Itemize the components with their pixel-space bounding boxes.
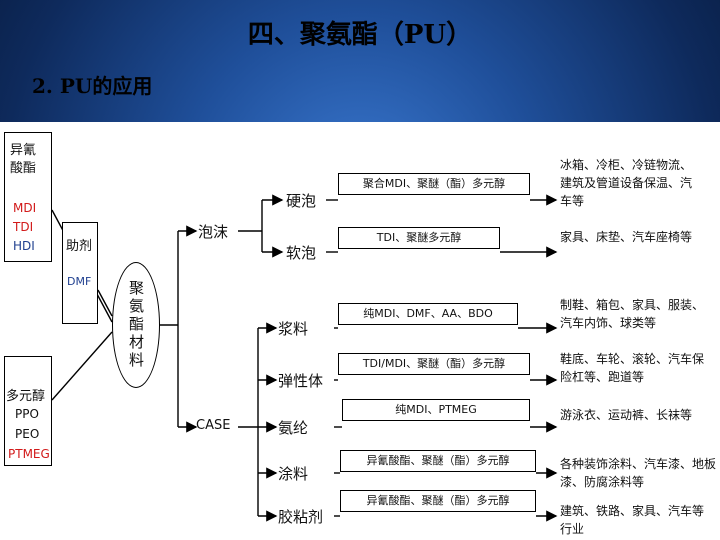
case-type-name: 胶粘剂 bbox=[278, 508, 324, 526]
isocyanate-item: TDI bbox=[13, 220, 34, 234]
isocyanate-item: MDI bbox=[13, 201, 37, 215]
case-type-name: 涂料 bbox=[278, 465, 309, 483]
foam-type-uses: 家具、床垫、汽车座椅等 bbox=[560, 230, 693, 244]
foam-type-formula: 聚合MDI、聚醚（酯）多元醇 bbox=[338, 173, 530, 195]
case-type-name: 弹性体 bbox=[278, 372, 324, 390]
case-type-uses: 建筑、铁路、家具、汽车等行业 bbox=[560, 504, 705, 536]
foam-type-name: 硬泡 bbox=[286, 192, 317, 210]
center-label: 聚氨酯材料 bbox=[129, 279, 145, 369]
case-type-uses: 鞋底、车轮、滚轮、汽车保险杠等、跑道等 bbox=[560, 352, 705, 384]
case-type-formula: TDI/MDI、聚醚（酯）多元醇 bbox=[338, 353, 530, 375]
center-node: 聚氨酯材料 bbox=[112, 262, 160, 388]
case-type-uses: 制鞋、箱包、家具、服装、汽车内饰、球类等 bbox=[560, 298, 705, 330]
polyol-item: PTMEG bbox=[8, 447, 50, 461]
case-type-formula: 异氰酸酯、聚醚（酯）多元醇 bbox=[340, 450, 536, 472]
isocyanate-box: 异氰 酸酯 MDI TDI HDI bbox=[4, 132, 52, 262]
slide-title: 四、聚氨酯（PU） bbox=[247, 20, 473, 50]
additive-label: 助剂 bbox=[66, 239, 93, 254]
isocyanate-label-line2: 酸酯 bbox=[10, 161, 37, 176]
branch-case: CASE bbox=[196, 418, 231, 433]
additive-item: DMF bbox=[67, 275, 92, 288]
slide-subtitle: 2. PU的应用 bbox=[32, 74, 153, 98]
polyol-item: PEO bbox=[15, 427, 40, 441]
polyol-box: 多元醇 PPO PEO PTMEG bbox=[4, 356, 52, 466]
branch-foam: 泡沫 bbox=[198, 223, 229, 241]
foam-type-uses: 冰箱、冷柜、冷链物流、建筑及管道设备保温、汽车等 bbox=[560, 158, 693, 208]
polyol-item: PPO bbox=[15, 407, 39, 421]
case-type-formula: 纯MDI、DMF、AA、BDO bbox=[338, 303, 518, 325]
isocyanate-item: HDI bbox=[13, 239, 35, 253]
link-polyol bbox=[51, 331, 113, 401]
case-type-name: 氨纶 bbox=[278, 419, 309, 437]
case-type-formula: 纯MDI、PTMEG bbox=[342, 399, 530, 421]
foam-type-formula: TDI、聚醚多元醇 bbox=[338, 227, 500, 249]
additive-box: 助剂 DMF bbox=[62, 222, 98, 324]
case-type-name: 浆料 bbox=[278, 320, 309, 338]
case-type-uses: 游泳衣、运动裤、长袜等 bbox=[560, 408, 693, 422]
foam-type-name: 软泡 bbox=[286, 244, 317, 262]
link-additive bbox=[97, 289, 113, 317]
case-type-formula: 异氰酸酯、聚醚（酯）多元醇 bbox=[340, 490, 536, 512]
isocyanate-label-line1: 异氰 bbox=[10, 143, 37, 158]
case-type-uses: 各种装饰涂料、汽车漆、地板漆、防腐涂料等 bbox=[560, 457, 717, 489]
polyol-label: 多元醇 bbox=[6, 389, 46, 404]
